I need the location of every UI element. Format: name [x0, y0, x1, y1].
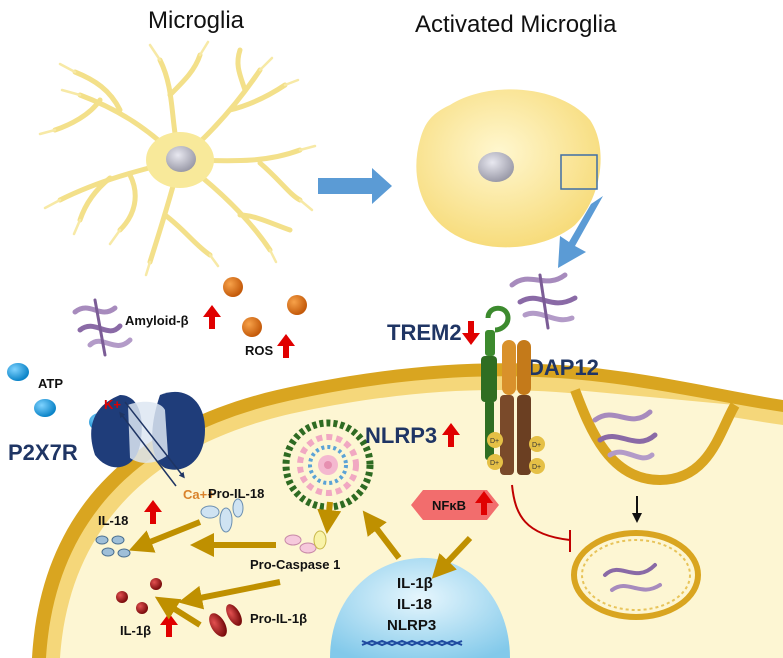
dna-strand [361, 639, 463, 647]
amyloid-beta-label: Amyloid-β [125, 313, 189, 328]
phagosome-inner [581, 539, 691, 611]
pro-il-18-label: Pro-IL-18 [208, 486, 264, 501]
pathway-arrows [128, 501, 473, 628]
dap12-chain-2 [517, 340, 531, 395]
phospho-label: D+ [490, 438, 499, 445]
resting-microglia-branches [38, 40, 317, 277]
k-efflux-arrow [119, 411, 177, 487]
amyloid-beta-fibril-top [509, 272, 578, 330]
atp-particle [7, 363, 29, 381]
nucleus-line-2: IL-18 [397, 596, 432, 613]
dap12-label: DAP12 [528, 355, 599, 380]
activated-nucleus [478, 152, 514, 182]
trem2-down-arrow [462, 321, 480, 345]
amyloid-beta-engulfed [592, 409, 658, 461]
trem2-receptor-stalk [485, 330, 495, 356]
dap12-tail-1 [500, 395, 514, 475]
pro-il-1b-label: Pro-IL-1β [250, 611, 307, 626]
amyloid-up-arrow [203, 305, 221, 329]
ros-up-arrow [277, 334, 295, 358]
zoom-arrow [558, 196, 603, 268]
nucleus-line-1: IL-1β [397, 575, 433, 592]
zoom-box [560, 154, 598, 190]
phospho-label: D+ [532, 464, 541, 471]
pro-caspase-1-molecules [284, 530, 327, 554]
pro-caspase-1-label: Pro-Caspase 1 [250, 557, 340, 572]
pro-il-1b-molecules [209, 604, 242, 637]
il-18-up-arrow [144, 500, 162, 524]
trem2-label: TREM2 [387, 320, 462, 345]
nucleus-line-3: NLRP3 [387, 617, 436, 634]
ros-particle [223, 277, 243, 297]
il-18-label: IL-18 [98, 513, 128, 528]
atp-particle [34, 399, 56, 417]
dna-strand [361, 639, 463, 647]
nfkb-up-arrow [475, 491, 493, 515]
il-18-molecules [95, 535, 131, 558]
itam-phosphates [487, 432, 545, 474]
ros-label: ROS [245, 343, 274, 358]
resting-nucleus [166, 146, 196, 172]
trem2-tail [485, 400, 494, 460]
title-activated-microglia: Activated Microglia [415, 11, 617, 38]
amyloid-beta-fibril [72, 298, 133, 357]
pro-il-18-molecules [200, 498, 244, 533]
ca-label: Ca++ [183, 487, 215, 502]
il-1b-label: IL-1β [120, 623, 151, 638]
dap12-chain-1 [502, 340, 516, 395]
trem2-ligand-binding [485, 305, 511, 333]
trem2-transmembrane [481, 356, 497, 402]
nlrp3-label: NLRP3 [365, 423, 437, 448]
dap12-tail-2 [517, 395, 531, 475]
amyloid-in-phagosome [603, 563, 662, 592]
nfkb-box [411, 490, 499, 520]
ros-particle [287, 295, 307, 315]
atp-label: ATP [38, 376, 63, 391]
nfkb-label: NFκB [432, 498, 466, 513]
p2x7r-label: P2X7R [8, 440, 78, 465]
k-plus-label: K+ [104, 397, 121, 412]
phospho-label: D+ [490, 460, 499, 467]
activation-arrow [318, 168, 392, 204]
nucleus [330, 557, 510, 658]
title-microglia: Microglia [148, 7, 245, 34]
il-1b-molecules [116, 578, 162, 614]
ros-particle [242, 317, 262, 337]
inhibition-line [511, 484, 571, 541]
nlrp3-up-arrow [442, 423, 460, 447]
phospho-label: D+ [532, 442, 541, 449]
ca-influx-arrow [124, 401, 185, 479]
